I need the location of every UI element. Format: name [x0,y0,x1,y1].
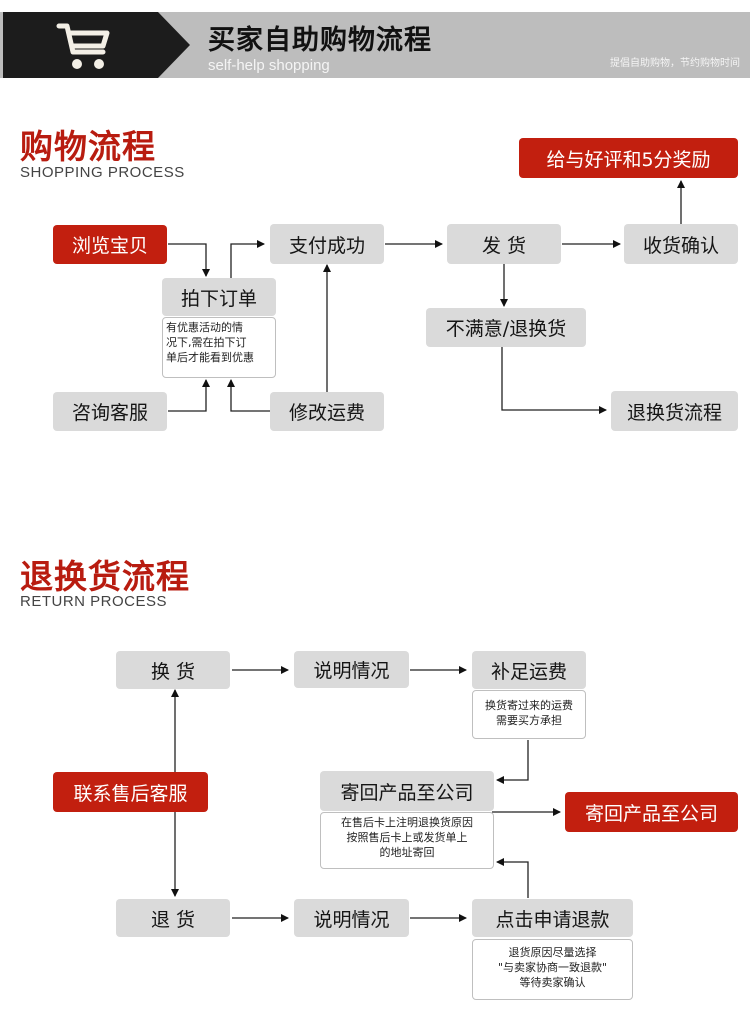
connector-browse-to-order [168,243,210,277]
node-exchange: 换 货 [116,651,230,689]
node-confirm-receipt: 收货确认 [624,224,738,264]
note-line: 在售后卡上注明退换货原因 [341,816,473,829]
connector-apply-to-sendback [496,858,529,898]
shopping-cart-icon [56,23,110,69]
connector-payfee-to-sendback [496,740,529,784]
note-apply-refund: 退货原因尽量选择 "与卖家协商一致退款" 等待卖家确认 [472,939,633,1000]
note-line: 等待卖家确认 [519,976,586,989]
node-return-process: 退换货流程 [611,391,738,431]
node-explain-refund: 说明情况 [294,899,409,937]
connector-order-to-paid [230,240,265,278]
node-pay-shipping: 补足运费 [472,651,586,689]
note-line: 的地址寄回 [379,846,435,859]
note-line: 况下,需在拍下订 [166,336,247,349]
banner-title: 买家自助购物流程 [208,25,432,56]
note-place-order: 有优惠活动的情 况下,需在拍下订 单后才能看到优惠 [162,317,276,378]
node-payment-success: 支付成功 [270,224,384,264]
node-place-order: 拍下订单 [162,278,276,316]
node-contact-aftersales: 联系售后客服 [53,772,208,812]
connector-consult-to-order [168,379,210,412]
returns-section-title: 退换货流程 [20,557,190,596]
note-line: "与卖家协商一致退款" [497,961,608,974]
node-apply-refund: 点击申请退款 [472,899,633,937]
node-ship: 发 货 [447,224,561,264]
note-line: 退货原因尽量选择 [508,946,597,959]
node-give-review: 给与好评和5分奖励 [519,138,738,178]
shopping-section-title: 购物流程 [20,127,156,166]
node-send-back: 寄回产品至公司 [320,771,494,811]
shopping-section-subtitle: SHOPPING PROCESS [20,164,185,181]
banner-tagline: 提倡自助购物，节约购物时间 [610,58,740,69]
node-browse-items: 浏览宝贝 [53,225,167,264]
banner-subtitle: self-help shopping [208,57,330,74]
note-line: 换货寄过来的运费 [485,699,573,712]
note-line: 单后才能看到优惠 [166,351,254,364]
connector-modify-to-order [227,379,270,412]
node-unsatisfied-return: 不满意/退换货 [426,308,586,347]
note-pay-shipping: 换货寄过来的运费 需要买方承担 [472,690,586,739]
note-line: 按照售后卡上或发货单上 [346,831,468,844]
connector-unsatisfied-to-returnflow [501,347,607,414]
node-modify-shipping: 修改运费 [270,392,384,431]
note-send-back: 在售后卡上注明退换货原因 按照售后卡上或发货单上 的地址寄回 [320,812,494,869]
node-send-back-final: 寄回产品至公司 [565,792,738,832]
node-consult-service: 咨询客服 [53,392,167,431]
returns-section-subtitle: RETURN PROCESS [20,593,168,610]
node-explain-exchange: 说明情况 [294,651,409,688]
note-line: 需要买方承担 [496,714,562,727]
note-line: 有优惠活动的情 [166,321,243,334]
node-refund: 退 货 [116,899,230,937]
